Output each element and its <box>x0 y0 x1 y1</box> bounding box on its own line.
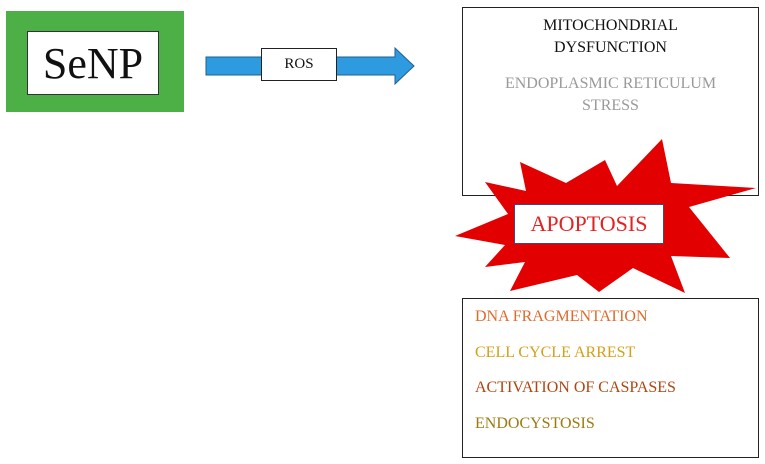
er-line-2: STRESS <box>582 97 639 114</box>
effect-cell-cycle-arrest: CELL CYCLE ARREST <box>475 344 636 361</box>
er-stress-text: ENDOPLASMIC RETICULUM STRESS <box>462 73 759 117</box>
mito-line-2: DYSFUNCTION <box>554 39 667 56</box>
effects-box <box>462 298 759 458</box>
effect-dna-fragmentation: DNA FRAGMENTATION <box>475 308 648 325</box>
mitochondrial-dysfunction-text: MITOCHONDRIAL DYSFUNCTION <box>462 15 759 59</box>
effect-endocystosis: ENDOCYSTOSIS <box>475 415 595 432</box>
apoptosis-label: APOPTOSIS <box>514 204 664 244</box>
er-line-1: ENDOPLASMIC RETICULUM <box>504 75 717 92</box>
ros-label: ROS <box>261 48 337 81</box>
senp-node-label: SeNP <box>27 31 159 95</box>
mito-line-1: MITOCHONDRIAL <box>543 17 678 34</box>
effect-caspase-activation: ACTIVATION OF CASPASES <box>475 379 676 396</box>
